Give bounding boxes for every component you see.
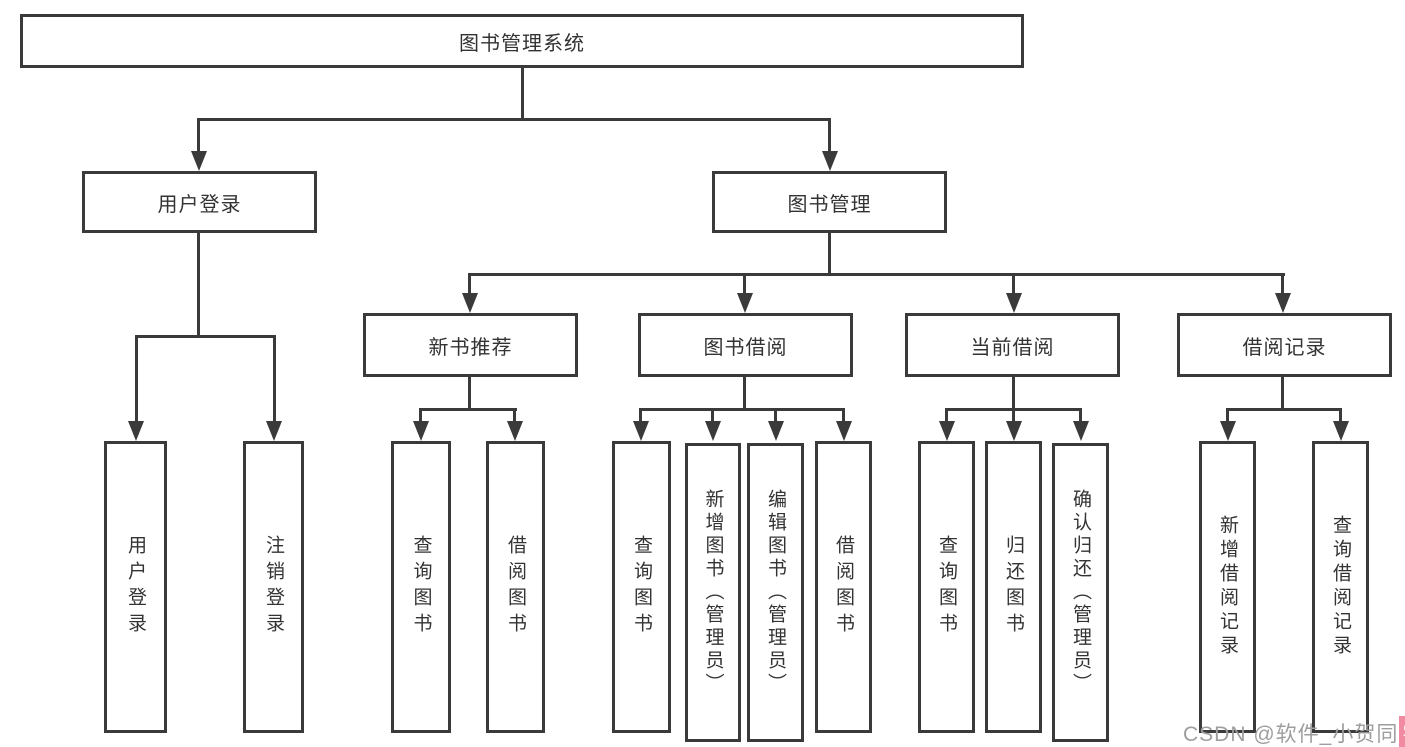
- arrow-down-icon: [1006, 293, 1022, 313]
- connector-stem-user-login: [197, 120, 200, 153]
- node-library-system: 图书管理系统: [20, 14, 1024, 68]
- watermark-text: CSDN @软件_小贺同: [1183, 722, 1399, 746]
- connector-bookmgmt-stem: [828, 233, 831, 273]
- connector-stem-leaf: [945, 410, 948, 423]
- connector-stem-new-books: [468, 275, 471, 295]
- leaf-borrow-books-recommend: 借阅图书: [486, 441, 545, 733]
- connector-stem-leaf: [1339, 410, 1342, 423]
- leaf-borrow-books-borrowing: 借阅图书: [815, 441, 872, 733]
- connector-stem-leaf: [1012, 410, 1015, 423]
- connector-stem-leaf: [639, 410, 642, 423]
- connector-root-stem: [521, 68, 524, 120]
- leaf-query-books-borrowing: 查询图书: [612, 441, 671, 733]
- arrow-down-icon: [128, 421, 144, 441]
- leaf-logout: 注销登录: [243, 441, 304, 733]
- leaf-add-books-admin: 新增图书（管理员）: [685, 443, 741, 742]
- arrow-down-icon: [1073, 421, 1089, 441]
- node-borrowing-records: 借阅记录: [1177, 313, 1392, 377]
- connector-stem-book-mgmt: [828, 120, 831, 153]
- node-current-borrowing: 当前借阅: [905, 313, 1120, 377]
- connector-userlogin-stem: [197, 233, 200, 335]
- leaf-query-books-current: 查询图书: [918, 441, 975, 733]
- arrow-down-icon: [507, 421, 523, 441]
- arrow-down-icon: [266, 421, 282, 441]
- arrow-down-icon: [836, 421, 852, 441]
- connector-stem-borrow-records: [1281, 275, 1284, 295]
- arrow-down-icon: [822, 151, 838, 171]
- leaf-query-borrow-record: 查询借阅记录: [1312, 441, 1369, 733]
- node-book-management: 图书管理: [712, 171, 947, 233]
- leaf-query-books-recommend: 查询图书: [391, 441, 451, 733]
- connector-stem-leaf: [774, 410, 777, 423]
- connector-level1-bar: [197, 118, 831, 121]
- connector-stem-current-borrow: [1012, 275, 1015, 295]
- leaf-edit-books-admin: 编辑图书（管理员）: [747, 443, 804, 742]
- arrow-down-icon: [737, 293, 753, 313]
- leaf-user-login: 用户登录: [104, 441, 167, 733]
- arrow-down-icon: [1220, 421, 1236, 441]
- connector-bookborrow-bar: [639, 408, 845, 411]
- connector-stem-leaf: [419, 410, 422, 423]
- connector-stem-leaf: [711, 410, 714, 423]
- connector-stem-leaf-login: [135, 337, 138, 423]
- arrow-down-icon: [705, 421, 721, 441]
- arrow-down-icon: [1275, 293, 1291, 313]
- connector-newbooks-bar: [419, 408, 517, 411]
- connector-borrowrecords-bar: [1226, 408, 1342, 411]
- node-user-login: 用户登录: [82, 171, 317, 233]
- connector-userlogin-bar: [135, 335, 276, 338]
- leaf-confirm-return-admin: 确认归还（管理员）: [1052, 443, 1109, 742]
- connector-level2-bar: [468, 273, 1285, 276]
- arrow-down-icon: [768, 421, 784, 441]
- connector-newbooks-stem: [468, 377, 471, 408]
- connector-stem-leaf: [1226, 410, 1229, 423]
- connector-stem-leaf-logout: [273, 337, 276, 423]
- connector-stem-leaf: [1079, 410, 1082, 423]
- node-book-borrowing: 图书借阅: [638, 313, 853, 377]
- arrow-down-icon: [939, 421, 955, 441]
- connector-stem-book-borrow: [743, 275, 746, 295]
- leaf-return-books: 归还图书: [985, 441, 1042, 733]
- connector-currentborrow-stem: [1012, 377, 1015, 408]
- csdn-watermark: CSDN @软件_小贺同学: [1183, 716, 1405, 747]
- connector-currentborrow-bar: [945, 408, 1082, 411]
- arrow-down-icon: [1333, 421, 1349, 441]
- arrow-down-icon: [413, 421, 429, 441]
- connector-stem-leaf: [842, 410, 845, 423]
- node-new-book-recommend: 新书推荐: [363, 313, 578, 377]
- arrow-down-icon: [191, 151, 207, 171]
- arrow-down-icon: [1006, 421, 1022, 441]
- leaf-add-borrow-record: 新增借阅记录: [1199, 441, 1256, 733]
- connector-borrowrecords-stem: [1281, 377, 1284, 408]
- connector-bookborrow-stem: [743, 377, 746, 408]
- connector-stem-leaf: [513, 410, 516, 423]
- arrow-down-icon: [633, 421, 649, 441]
- arrow-down-icon: [462, 293, 478, 313]
- watermark-highlight: 学: [1399, 716, 1405, 747]
